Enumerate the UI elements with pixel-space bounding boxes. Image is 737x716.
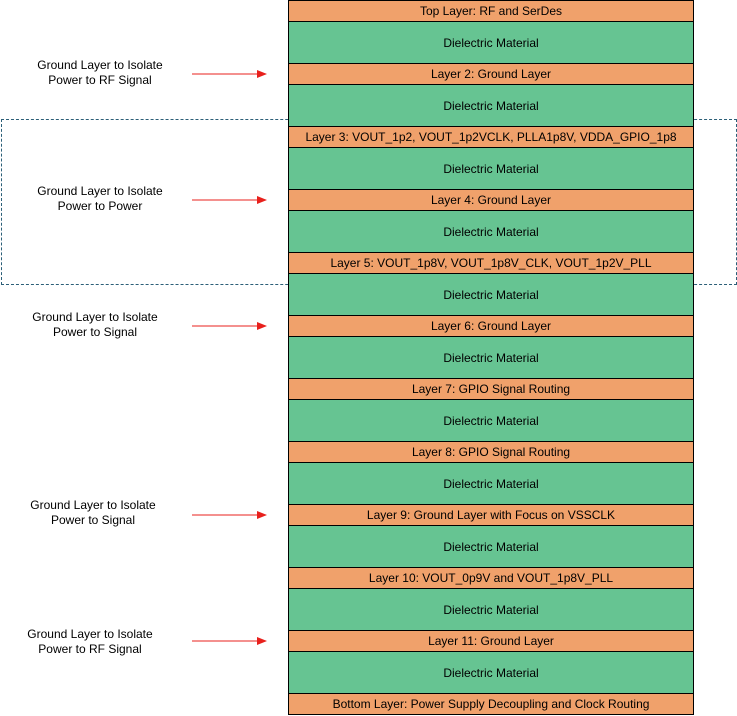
dielectric-layer: Dielectric Material: [288, 85, 694, 127]
copper-layer: Layer 3: VOUT_1p2, VOUT_1p2VCLK, PLLA1p8…: [288, 127, 694, 148]
layer-label: Dielectric Material: [443, 539, 539, 554]
dielectric-layer: Dielectric Material: [288, 148, 694, 190]
layer-label: Dielectric Material: [443, 35, 539, 50]
annotation-line-1: Ground Layer to Isolate: [27, 627, 153, 641]
copper-layer: Layer 10: VOUT_0p9V and VOUT_1p8V_PLL: [288, 568, 694, 589]
copper-layer: Layer 8: GPIO Signal Routing: [288, 442, 694, 463]
dielectric-layer: Dielectric Material: [288, 400, 694, 442]
dielectric-layer: Dielectric Material: [288, 463, 694, 505]
layer-label: Layer 8: GPIO Signal Routing: [411, 445, 571, 459]
layer-label: Layer 9: Ground Layer with Focus on VSSC…: [366, 508, 616, 522]
dielectric-layer: Dielectric Material: [288, 589, 694, 631]
annotation-line-2: Power to Signal: [52, 325, 138, 339]
copper-layer: Bottom Layer: Power Supply Decoupling an…: [288, 694, 694, 715]
layer-label: Dielectric Material: [443, 98, 539, 113]
copper-layer: Layer 7: GPIO Signal Routing: [288, 379, 694, 400]
layer-label: Bottom Layer: Power Supply Decoupling an…: [332, 697, 650, 711]
layer-label: Dielectric Material: [443, 287, 539, 302]
layer-label: Dielectric Material: [443, 413, 539, 428]
dielectric-layer: Dielectric Material: [288, 274, 694, 316]
annotation-line-2: Power to RF Signal: [48, 73, 152, 87]
annotation-signal-lower: Ground Layer to Isolate Power to Signal: [3, 498, 183, 528]
dielectric-layer: Dielectric Material: [288, 526, 694, 568]
dielectric-layer: Dielectric Material: [288, 22, 694, 64]
copper-layer: Layer 5: VOUT_1p8V, VOUT_1p8V_CLK, VOUT_…: [288, 253, 694, 274]
copper-layer: Layer 6: Ground Layer: [288, 316, 694, 337]
layer-label: Layer 5: VOUT_1p8V, VOUT_1p8V_CLK, VOUT_…: [330, 256, 652, 270]
dielectric-layer: Dielectric Material: [288, 211, 694, 253]
copper-layer: Layer 9: Ground Layer with Focus on VSSC…: [288, 505, 694, 526]
annotation-line-2: Power to Signal: [50, 513, 136, 527]
layer-label: Layer 4: Ground Layer: [430, 193, 552, 207]
copper-layer: Layer 4: Ground Layer: [288, 190, 694, 211]
copper-layer: Layer 11: Ground Layer: [288, 631, 694, 652]
annotation-line-2: Power to Power: [57, 199, 143, 213]
layer-label: Dielectric Material: [443, 350, 539, 365]
annotation-line-2: Power to RF Signal: [38, 642, 142, 656]
layer-label: Layer 11: Ground Layer: [428, 634, 554, 648]
annotation-line-1: Ground Layer to Isolate: [32, 310, 158, 324]
layer-label: Layer 6: Ground Layer: [430, 319, 552, 333]
layer-label: Dielectric Material: [443, 665, 539, 680]
annotation-line-1: Ground Layer to Isolate: [37, 58, 163, 72]
layer-label: Dielectric Material: [443, 476, 539, 491]
dielectric-layer: Dielectric Material: [288, 652, 694, 694]
annotation-rf-bottom: Ground Layer to Isolate Power to RF Sign…: [0, 627, 180, 657]
layer-label: Top Layer: RF and SerDes: [419, 4, 563, 18]
dielectric-layer: Dielectric Material: [288, 337, 694, 379]
annotation-signal-upper: Ground Layer to Isolate Power to Signal: [5, 310, 185, 340]
copper-layer: Top Layer: RF and SerDes: [288, 0, 694, 22]
layer-label: Layer 7: GPIO Signal Routing: [411, 382, 571, 396]
layer-label: Layer 2: Ground Layer: [430, 67, 552, 81]
layer-label: Dielectric Material: [443, 224, 539, 239]
layer-label: Layer 3: VOUT_1p2, VOUT_1p2VCLK, PLLA1p8…: [305, 130, 677, 144]
annotation-line-1: Ground Layer to Isolate: [37, 184, 163, 198]
copper-layer: Layer 2: Ground Layer: [288, 64, 694, 85]
annotation-power: Ground Layer to Isolate Power to Power: [10, 184, 190, 214]
layer-label: Layer 10: VOUT_0p9V and VOUT_1p8V_PLL: [368, 571, 614, 585]
layer-label: Dielectric Material: [443, 602, 539, 617]
annotation-line-1: Ground Layer to Isolate: [30, 498, 156, 512]
layer-label: Dielectric Material: [443, 161, 539, 176]
annotation-rf-top: Ground Layer to Isolate Power to RF Sign…: [10, 58, 190, 88]
